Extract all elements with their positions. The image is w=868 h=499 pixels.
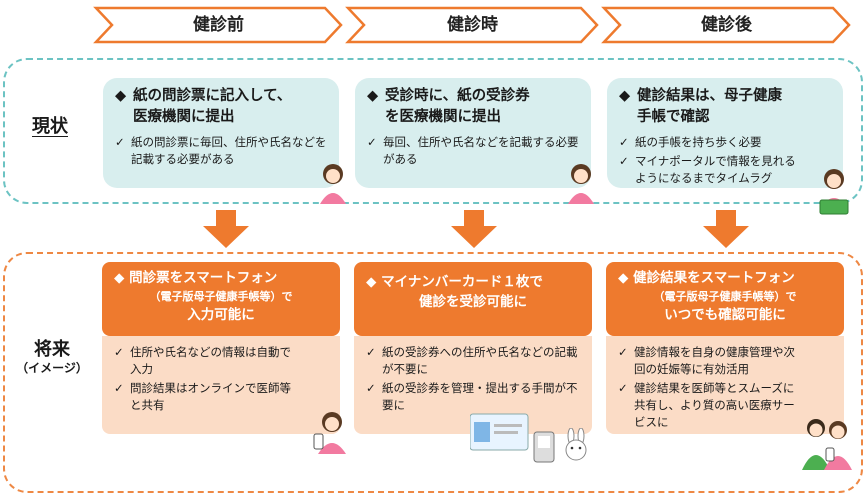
current-state-frame [3, 58, 863, 204]
future-head-during: ◆ マイナンバーカード１枚で 健診を受診可能に [354, 262, 592, 336]
diamond-icon: ◆ [618, 270, 629, 286]
future-body-before: ✓住所や氏名などの情報は自動で入力 ✓問診結果はオンラインで医師等と共有 [102, 336, 340, 434]
chevron-step-3 [601, 6, 851, 44]
list-item: ✓健診結果を医師等とスムーズに共有し、より質の高い医療サービスに [618, 381, 795, 429]
diamond-icon: ◆ [366, 274, 377, 290]
future-head-before: ◆ 問診票をスマートフォン （電子版母子健康手帳等）で 入力可能に [102, 262, 340, 336]
chevron-step-2 [345, 6, 599, 44]
future-head-after: ◆ 健診結果をスマートフォン （電子版母子健康手帳等）で いつでも確認可能に [606, 262, 844, 336]
current-box-title: ◆受診時に、紙の受診券を医療機関に提出 [367, 88, 530, 125]
diamond-icon: ◆ [367, 88, 379, 104]
woman-with-smartphone-icon [313, 412, 346, 454]
diamond-icon: ◆ [114, 270, 125, 286]
list-item: ✓紙の手帳を持ち歩く必要 [619, 135, 762, 149]
mynumber-card-illustration-icon [470, 413, 555, 463]
current-box-during: ◆受診時に、紙の受診券を医療機関に提出 ✓毎回、住所や氏名などを記載する必要があ… [355, 78, 591, 188]
current-box-title: ◆紙の問診票に記入して、医療機関に提出 [115, 88, 292, 125]
orange-down-arrow-icon [203, 210, 249, 248]
check-icon: ✓ [619, 154, 629, 168]
rabbit-mascot-icon [565, 428, 587, 461]
woman-with-handbook-icon [819, 169, 849, 215]
check-icon: ✓ [618, 381, 628, 395]
list-item: ✓問診結果はオンラインで医師等と共有 [114, 381, 291, 412]
check-icon: ✓ [114, 345, 124, 359]
list-item: ✓紙の問診票に毎回、住所や氏名などを記載する必要がある [115, 135, 327, 166]
step-chevrons [93, 6, 851, 44]
list-item: ✓毎回、住所や氏名などを記載する必要がある [367, 135, 579, 166]
woman-illustration-icon [320, 164, 346, 204]
future-state-frame [3, 252, 863, 493]
check-icon: ✓ [619, 135, 629, 149]
list-item: ✓紙の受診券を管理・提出する手間が不要に [366, 381, 578, 412]
diamond-icon: ◆ [619, 88, 631, 104]
check-icon: ✓ [366, 381, 376, 395]
step-label-before: 健診前 [193, 15, 244, 35]
check-icon: ✓ [115, 135, 125, 149]
row-sublabel-future: （イメージ） [16, 361, 88, 375]
check-icon: ✓ [618, 345, 628, 359]
row-label-future: 将来 [34, 339, 70, 360]
current-box-before: ◆紙の問診票に記入して、医療機関に提出 ✓紙の問診票に毎回、住所や氏名などを記載… [103, 78, 339, 188]
future-body-after: ✓健診情報を自身の健康管理や次回の妊娠等に有効活用 ✓健診結果を医師等とスムーズ… [606, 336, 844, 434]
step-label-during: 健診時 [447, 15, 498, 35]
row-label-current: 現状 [32, 116, 68, 137]
orange-down-arrow-icon [703, 210, 749, 248]
woman-illustration-icon [568, 164, 594, 204]
check-icon: ✓ [114, 381, 124, 395]
current-box-title: ◆健診結果は、母子健康手帳で確認 [619, 88, 782, 125]
list-item: ✓健診情報を自身の健康管理や次回の妊娠等に有効活用 [618, 345, 795, 376]
check-icon: ✓ [367, 135, 377, 149]
diamond-icon: ◆ [115, 88, 127, 104]
list-item: ✓紙の受診券への住所や氏名などの記載が不要に [366, 345, 578, 376]
list-item: ✓マイナポータルで情報を見れるようになるまでタイムラグ [619, 154, 796, 185]
current-box-after: ◆健診結果は、母子健康手帳で確認 ✓紙の手帳を持ち歩く必要 ✓マイナポータルで情… [607, 78, 843, 188]
orange-down-arrow-icon [451, 210, 497, 248]
chevron-step-1 [93, 6, 343, 44]
step-label-after: 健診後 [701, 15, 752, 35]
list-item: ✓住所や氏名などの情報は自動で入力 [114, 345, 291, 376]
doctor-and-patient-icon [802, 419, 852, 470]
check-icon: ✓ [366, 345, 376, 359]
